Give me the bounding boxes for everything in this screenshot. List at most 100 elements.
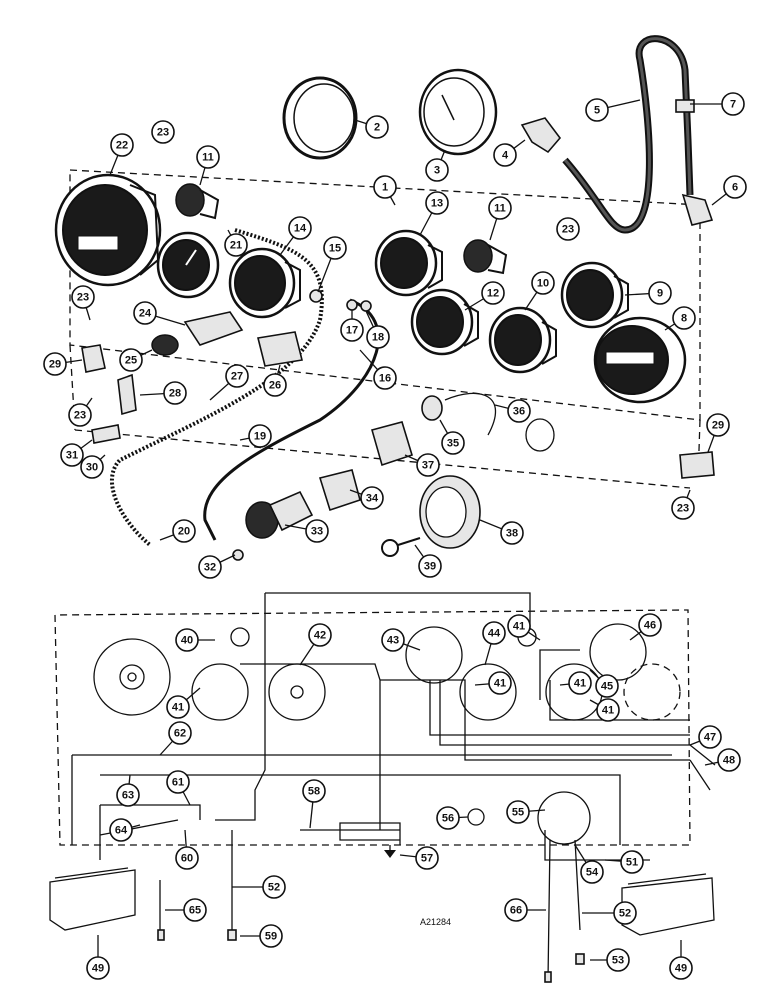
switch-knob-25: [151, 334, 179, 356]
callout-circle: [441, 431, 465, 455]
bulb-18: [360, 300, 372, 312]
nut-32: [232, 549, 244, 561]
callout-2: 2: [354, 115, 389, 139]
callout-64: 64: [109, 818, 141, 842]
wire-51-52-66: [544, 830, 650, 981]
schematic-gauge-43: [405, 626, 463, 684]
callout-42: 42: [299, 623, 332, 666]
schematic-gauge-42: [268, 663, 326, 721]
callout-29: 29: [706, 413, 730, 453]
schematic-panel-outline: [54, 609, 691, 846]
switch-24: [151, 311, 244, 356]
callout-6: 6: [711, 175, 747, 206]
callout-39: 39: [414, 544, 442, 578]
terminal-15: [309, 289, 323, 303]
indicator-light-11-right: [463, 239, 508, 275]
callout-number: 49: [675, 963, 687, 975]
callout-circle: [723, 175, 747, 199]
callout-circle: [175, 846, 199, 870]
callout-circle: [425, 191, 449, 215]
callout-circle: [568, 671, 592, 695]
callout-number: 12: [487, 288, 499, 300]
schematic-gauge-46: [589, 623, 647, 681]
callout-number: 18: [372, 332, 384, 344]
callout-number: 23: [677, 503, 689, 515]
connector-block-58: [300, 822, 401, 845]
callout-45: 45: [589, 669, 619, 698]
callout-circle: [80, 455, 104, 479]
callout-circle: [172, 519, 196, 543]
callout-60: 60: [175, 829, 199, 870]
callout-4: 4: [493, 139, 526, 167]
callout-24: 24: [133, 301, 186, 326]
callout-number: 64: [115, 825, 128, 837]
callout-36: 36: [494, 399, 531, 423]
callout-circle: [415, 846, 439, 870]
callout-circle: [620, 850, 644, 874]
callout-number: 49: [92, 963, 104, 975]
wiring-schematic: A21284: [49, 592, 716, 983]
callout-number: 2: [374, 122, 380, 134]
hose-clamp-7: [675, 99, 695, 113]
callout-1: 1: [373, 175, 397, 206]
callout-circle: [224, 233, 248, 257]
indicator-light-11-left: [175, 183, 220, 220]
callout-number: 24: [139, 308, 152, 320]
callout-number: 6: [732, 182, 738, 194]
callout-40: 40: [175, 628, 215, 652]
terminal-53: [575, 953, 585, 965]
callout-number: 27: [231, 371, 243, 383]
callout-number: 33: [311, 526, 323, 538]
callout-61: 61: [166, 770, 191, 806]
callout-circle: [488, 196, 512, 220]
callout-circle: [595, 674, 619, 698]
cigar-lighter-parts: [245, 421, 413, 539]
relay-49-right: [621, 873, 715, 936]
callout-number: 28: [169, 388, 181, 400]
socket-35: [421, 395, 443, 421]
callout-circle: [60, 443, 84, 467]
callout-circle: [425, 158, 449, 182]
callout-number: 63: [122, 790, 134, 802]
callout-number: 30: [86, 462, 98, 474]
callout-46: 46: [629, 613, 662, 641]
callout-number: 41: [172, 702, 184, 714]
callout-circle: [119, 348, 143, 372]
small-gauge-21: [156, 231, 220, 299]
callout-circle: [648, 281, 672, 305]
bracket-29-left: [81, 344, 106, 373]
callout-number: 58: [308, 786, 320, 798]
lighter-shell-34: [318, 469, 361, 512]
callout-circle: [183, 898, 207, 922]
callout-7: 7: [690, 92, 745, 116]
callout-52: 52: [232, 875, 286, 899]
callout-circle: [418, 554, 442, 578]
callout-circle: [116, 783, 140, 807]
callout-41: 41: [474, 671, 512, 695]
callout-53: 53: [590, 948, 630, 972]
callout-number: 43: [387, 635, 399, 647]
callout-66: 66: [504, 898, 546, 922]
callout-18: 18: [365, 310, 390, 349]
callout-circle: [436, 806, 460, 830]
wire-36: [444, 392, 496, 436]
callout-circle: [580, 860, 604, 884]
callout-circle: [86, 956, 110, 980]
fuel-gauge-9: [560, 261, 629, 329]
callout-circle: [360, 486, 384, 510]
callout-circle: [493, 143, 517, 167]
callout-circle: [68, 403, 92, 427]
callout-number: 39: [424, 561, 436, 573]
figure-reference: A21284: [420, 917, 451, 927]
callout-circle: [225, 364, 249, 388]
bracket-28: [117, 373, 137, 416]
tachometer: [54, 173, 162, 287]
callout-11: 11: [488, 196, 512, 241]
bezel-ring-2: [282, 76, 358, 160]
callout-27: 27: [209, 364, 249, 401]
callout-number: 60: [181, 853, 193, 865]
callout-circle: [416, 453, 440, 477]
gauge-10: [488, 306, 557, 374]
callout-circle: [168, 721, 192, 745]
